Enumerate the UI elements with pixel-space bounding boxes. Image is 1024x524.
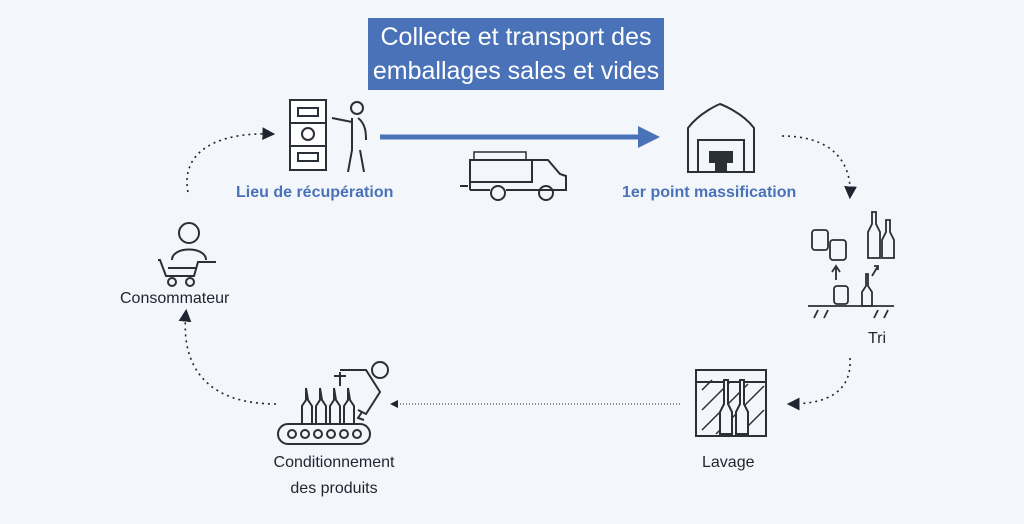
label-conditionnement-line1: Conditionnement bbox=[273, 454, 395, 471]
title-line-2: emballages sales et vides bbox=[372, 57, 660, 85]
bottling-line-icon bbox=[277, 361, 389, 445]
arrow-consumer-to-collection bbox=[186, 127, 276, 193]
cycle-arrows bbox=[178, 127, 857, 411]
delivery-truck-icon bbox=[460, 151, 567, 201]
arrow-packaging-to-consumer bbox=[178, 308, 277, 405]
arrow-sorting-to-washing bbox=[786, 357, 851, 411]
washing-icon bbox=[695, 369, 767, 437]
label-lieu-recuperation: Lieu de récupération bbox=[236, 184, 394, 201]
label-conditionnement-line2: des produits bbox=[290, 480, 378, 497]
recycling-bins-person-icon bbox=[289, 99, 367, 173]
label-consommateur: Consommateur bbox=[120, 290, 230, 307]
warehouse-icon bbox=[687, 102, 755, 173]
shopping-consumer-icon bbox=[158, 222, 216, 287]
collect-arrow bbox=[380, 126, 660, 148]
sorting-icon bbox=[808, 211, 895, 319]
label-premier-point-massification: 1er point massification bbox=[622, 184, 797, 201]
label-lavage: Lavage bbox=[702, 454, 755, 471]
label-tri: Tri bbox=[868, 330, 887, 347]
title-line-1: Collecte et transport des bbox=[380, 23, 652, 51]
title-banner: Collecte et transport des emballages sal… bbox=[368, 18, 664, 90]
